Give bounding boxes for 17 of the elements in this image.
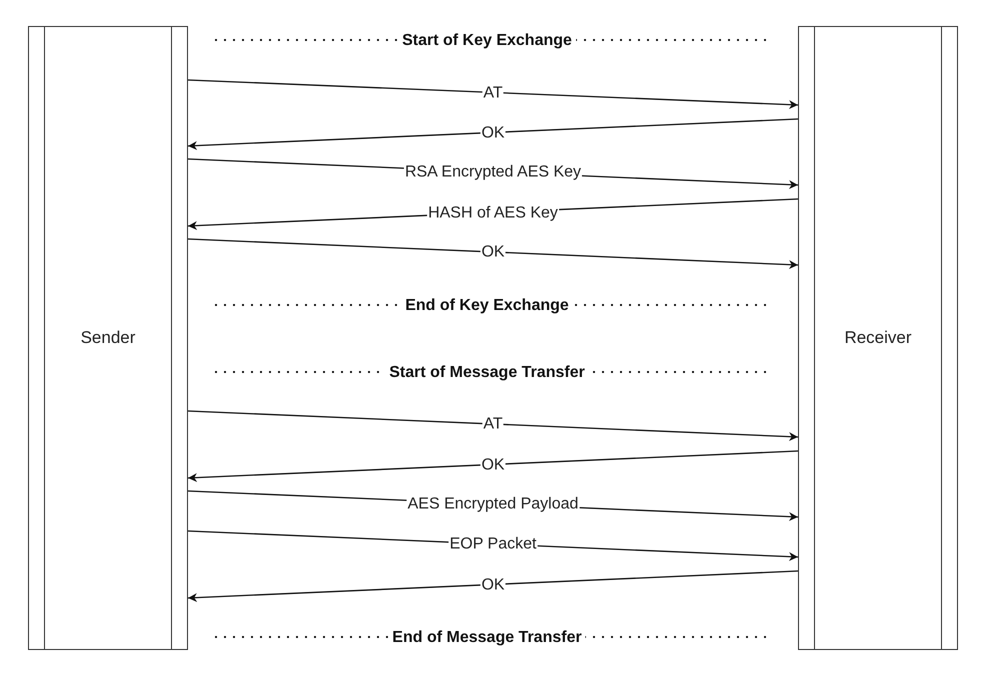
lifeline-box xyxy=(28,26,188,650)
edge-label: RSA Encrypted AES Key xyxy=(404,164,582,180)
edge-label: OK xyxy=(480,576,506,593)
edge-label: HASH of AES Key xyxy=(427,204,559,221)
message-arrow xyxy=(188,450,798,482)
edge-label: AES Encrypted Payload xyxy=(406,496,580,512)
participant-label: Sender xyxy=(80,328,136,348)
message-arrow xyxy=(188,410,798,442)
message-arrow xyxy=(188,238,798,270)
message-arrow xyxy=(188,79,798,110)
message-arrow xyxy=(188,570,798,602)
section-label: Start of Message Transfer xyxy=(385,364,589,382)
lifeline-box xyxy=(798,26,958,650)
message-arrow xyxy=(188,118,798,150)
edge-label: OK xyxy=(480,124,506,141)
edge-label: OK xyxy=(480,456,506,473)
participant-label: Receiver xyxy=(844,328,912,348)
